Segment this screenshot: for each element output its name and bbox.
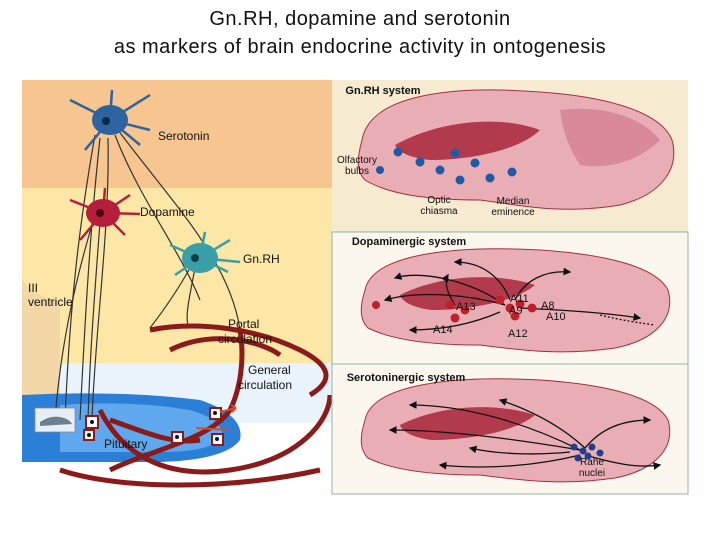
label-a9: A9	[509, 305, 522, 317]
label-median-1: Median	[497, 196, 530, 207]
label-optic-1: Optic	[427, 195, 450, 206]
serotonin-neuron	[69, 89, 151, 151]
label-a8: A8	[541, 300, 554, 312]
label-iii: III	[28, 281, 38, 295]
label-a11: A11	[510, 293, 529, 305]
gnrh-system-title: Gn.RH system	[345, 85, 420, 97]
label-olfactory-1: Olfactory	[337, 155, 377, 166]
axons	[54, 129, 241, 421]
label-optic-2: chiasma	[420, 206, 458, 217]
dopaminergic-system-panel: Dopaminergic system A13 A14 A11 A8 A9 A1…	[331, 231, 689, 365]
label-pituitary: Pituitary	[104, 437, 147, 451]
label-a13: A13	[456, 301, 476, 313]
gnrh-neuron	[169, 231, 241, 277]
title-line-2: as markers of brain endocrine activity i…	[113, 36, 607, 58]
label-general-1: General	[248, 363, 291, 377]
label-raphe-1: Rahe	[580, 457, 604, 468]
label-a10: A10	[546, 311, 566, 323]
label-median-2: eminence	[491, 207, 535, 218]
release-arrows	[195, 404, 237, 431]
rat-icon	[34, 407, 76, 433]
label-serotonin: Serotonin	[158, 129, 209, 143]
label-general-2: circulation	[238, 378, 292, 392]
dopamine-neuron	[69, 187, 141, 241]
label-dopamine: Dopamine	[140, 205, 195, 219]
serotoninergic-system-panel: Serotoninergic system Rahe nuclei	[331, 363, 689, 495]
label-ventricle: ventricle	[28, 295, 73, 309]
label-portal-2: circulation	[218, 332, 272, 346]
label-olfactory-2: bulbs	[345, 166, 369, 177]
gnrh-system-panel: Gn.RH system Olfactory bulbs Optic chias…	[332, 80, 688, 232]
label-gnrh: Gn.RH	[243, 252, 280, 266]
title-line-1: Gn.RH, dopamine and serotonin	[209, 8, 511, 30]
serotoninergic-system-title: Serotoninergic system	[347, 372, 466, 384]
label-raphe-2: nuclei	[579, 468, 605, 479]
label-a12: A12	[508, 328, 528, 340]
label-a14: A14	[433, 324, 453, 336]
dopaminergic-system-title: Dopaminergic system	[352, 236, 467, 248]
label-portal-1: Portal	[228, 317, 259, 331]
